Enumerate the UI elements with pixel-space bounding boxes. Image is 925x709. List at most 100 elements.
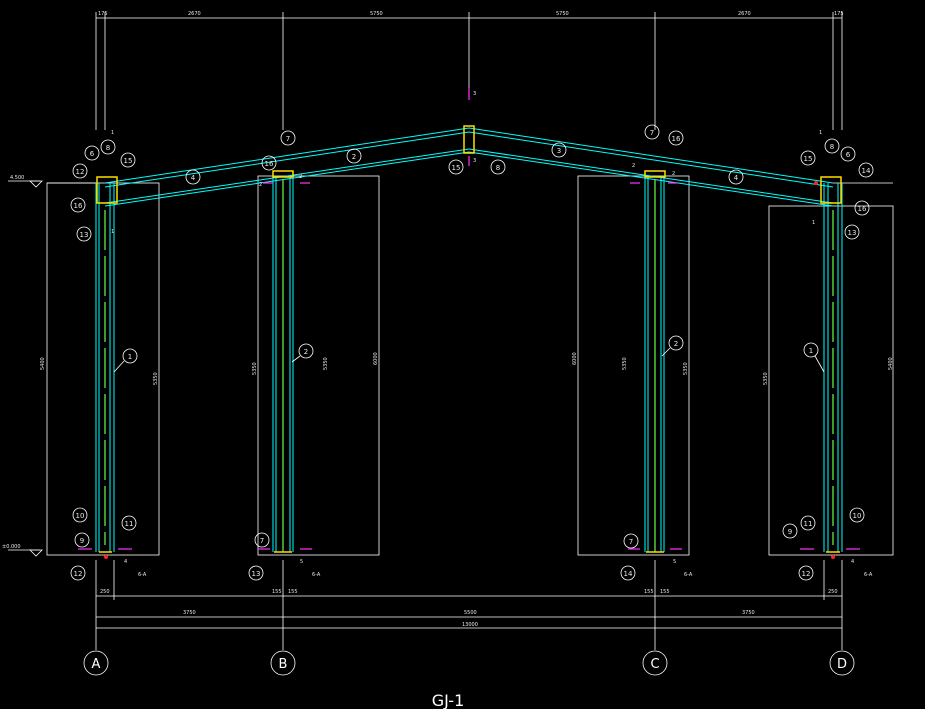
callout-6-d: 6: [846, 151, 851, 159]
span-total: 13000: [462, 622, 478, 628]
callout-16-a: 16: [74, 202, 83, 210]
axis-label-a: A: [92, 657, 101, 672]
callout-12-top-a: 12: [76, 168, 85, 176]
callout-7-c: 7: [650, 129, 654, 137]
height-9: 5350: [763, 372, 769, 385]
member-callouts: [113, 142, 825, 373]
base-offset-a: 250: [100, 589, 110, 595]
column-web-lines: [104, 180, 834, 552]
top-dim-3: 5750: [370, 11, 383, 17]
top-dim-5: 2670: [738, 11, 751, 17]
bolts: [104, 181, 835, 559]
columns: [95, 176, 843, 552]
callout-13-d: 13: [848, 229, 857, 237]
section-2-b-right: 2: [299, 174, 302, 180]
callout-7-b: 7: [286, 135, 290, 143]
callout-7-base-b: 7: [260, 537, 264, 545]
callout-12-d: 12: [802, 570, 811, 578]
callout-7-base-c: 7: [629, 538, 633, 546]
section-3-bottom: 3: [473, 158, 476, 164]
beam-label-3: 3: [557, 147, 561, 155]
slope-notes: 6-A 6-A 6-A 6-A: [138, 572, 873, 578]
section-1-a-top: 1: [111, 130, 114, 136]
slope-note-a: 6-A: [138, 572, 147, 578]
callout-15-d: 15: [804, 155, 813, 163]
column-label-d: 1: [809, 347, 813, 355]
section-2-c-right: 2: [672, 171, 675, 177]
beam-label-2: 2: [352, 153, 356, 161]
callout-15-a: 15: [124, 157, 133, 165]
base-offset-c-right: 155: [660, 589, 670, 595]
column-envelopes: [46, 175, 894, 556]
elevation-eave: 4.500: [10, 175, 24, 181]
section-numbers: 1 1 1 1 2 2 2 2 3 3 4 4 5 5: [111, 91, 854, 565]
detail-callout-numbers: 7 16 15 8 7 16 10 11 9 12 7 13 7 14 9 11…: [74, 129, 871, 578]
slope-note-b: 6-A: [312, 572, 321, 578]
column-label-c: 2: [674, 340, 678, 348]
callout-11-d: 11: [804, 520, 813, 528]
callout-10-d: 10: [853, 512, 862, 520]
detail-callouts: [70, 124, 874, 581]
connections: [96, 125, 842, 553]
callout-10-a: 10: [76, 512, 85, 520]
callout-14-c: 14: [624, 570, 633, 578]
top-dim-1: 175: [98, 11, 108, 17]
top-dim-4: 5750: [556, 11, 569, 17]
span-a-b: 3750: [183, 610, 196, 616]
callout-9-d: 9: [788, 528, 792, 536]
callout-16-d: 16: [858, 205, 867, 213]
callout-13-b: 13: [252, 570, 261, 578]
section-2-b-left: 2: [259, 182, 262, 188]
section-5-b: 5: [300, 559, 303, 565]
section-1-a-bottom: 1: [111, 229, 114, 235]
callout-16-c: 16: [672, 135, 681, 143]
top-dimension-chain: [95, 12, 843, 130]
elevation-ground: ±0.000: [2, 544, 21, 550]
height-2: 5350: [153, 372, 159, 385]
callout-8-a: 8: [106, 144, 110, 152]
span-c-d: 3750: [742, 610, 755, 616]
axis-label-d: D: [837, 657, 847, 672]
callout-12-a: 12: [74, 570, 83, 578]
height-labels: 5400 5350 5350 5350 6000 6000 5350 5350 …: [40, 352, 894, 385]
drawing-title: GJ-1: [432, 691, 465, 709]
height-8: 5350: [683, 362, 689, 375]
base-offset-b-right: 155: [288, 589, 298, 595]
callout-14-d: 14: [862, 167, 871, 175]
callout-8-ridge: 8: [496, 164, 500, 172]
section-3-top: 3: [473, 91, 476, 97]
section-marks: [78, 88, 860, 550]
section-4-d: 4: [851, 559, 854, 565]
height-10: 5400: [888, 357, 894, 370]
section-1-d-top: 1: [819, 130, 822, 136]
column-label-a: 1: [128, 353, 132, 361]
section-4-a: 4: [124, 559, 127, 565]
height-5: 6000: [373, 352, 379, 365]
column-label-b: 2: [304, 348, 308, 356]
callout-15-ridge: 15: [452, 164, 461, 172]
axis-label-c: C: [650, 657, 659, 672]
bottom-dimensions: [83, 560, 855, 676]
callout-11-a: 11: [125, 520, 134, 528]
section-5-c: 5: [673, 559, 676, 565]
base-offset-b-left: 155: [272, 589, 282, 595]
top-dim-2: 2670: [188, 11, 201, 17]
height-4: 5350: [323, 357, 329, 370]
section-1-d-bottom: 1: [812, 220, 815, 226]
beam-label-4: 4: [734, 174, 739, 182]
callout-6-a: 6: [90, 150, 95, 158]
base-offset-d: 250: [828, 589, 838, 595]
slope-note-c: 6-A: [684, 572, 693, 578]
slope-note-d: 6-A: [864, 572, 873, 578]
height-3: 5350: [252, 362, 258, 375]
callout-16-b: 16: [265, 160, 274, 168]
callout-8-d: 8: [830, 143, 834, 151]
top-dim-6: 175: [834, 11, 844, 17]
callout-13-a: 13: [80, 231, 89, 239]
rafters: [104, 127, 834, 207]
axis-label-b: B: [279, 657, 288, 672]
base-offset-c-left: 155: [644, 589, 654, 595]
section-2-c-left: 2: [632, 163, 635, 169]
elevation-markers: [8, 180, 43, 557]
